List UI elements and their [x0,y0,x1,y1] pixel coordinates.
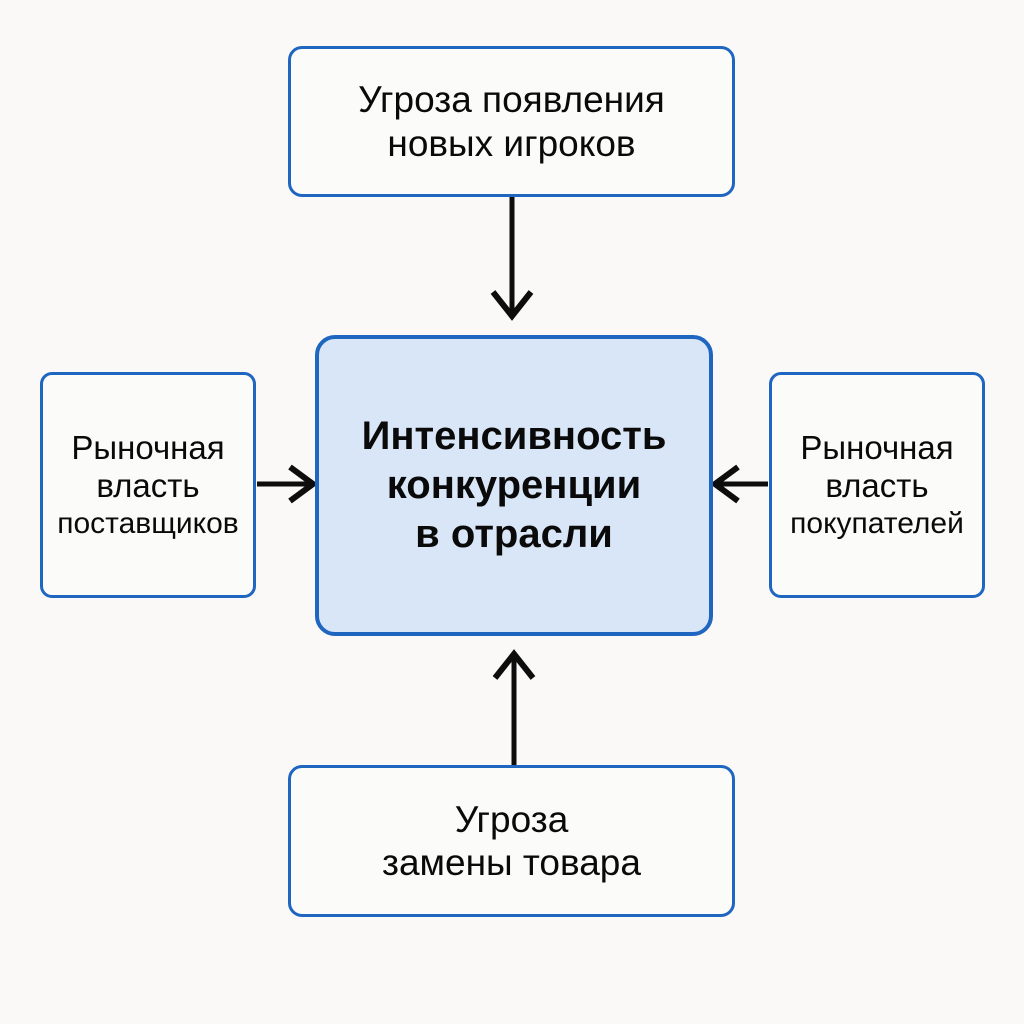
node-threat-of-new-entrants[interactable]: Угроза появления новых игроков [288,46,735,197]
node-label-line: Интенсивность [361,414,667,459]
node-label-line: покупателей [790,507,964,541]
node-label-line: Угроза появления [358,79,665,121]
node-bargaining-power-of-buyers[interactable]: Рыночная власть покупателей [769,372,985,598]
node-label-line: конкуренции [386,463,642,508]
node-bargaining-power-of-suppliers[interactable]: Рыночная власть поставщиков [40,372,256,598]
node-label-line: в отрасли [415,511,613,556]
node-label-line: новых игроков [387,122,636,164]
node-label-line: Рыночная [800,428,954,466]
node-label-line: поставщиков [57,507,239,541]
arrow-bottom-to-center [492,649,536,766]
arrow-left-to-center [257,464,319,504]
node-competitive-rivalry[interactable]: Интенсивность конкуренции в отрасли [315,335,713,636]
node-threat-of-substitutes[interactable]: Угроза замены товара [288,765,735,917]
node-label-line: Рыночная [71,428,225,466]
arrow-top-to-center [490,197,534,321]
node-label-line: власть [825,467,929,505]
node-label-line: замены товара [382,842,641,883]
node-label-line: Угроза [454,798,569,840]
arrow-right-to-center [709,464,768,504]
node-label-line: власть [96,467,200,505]
